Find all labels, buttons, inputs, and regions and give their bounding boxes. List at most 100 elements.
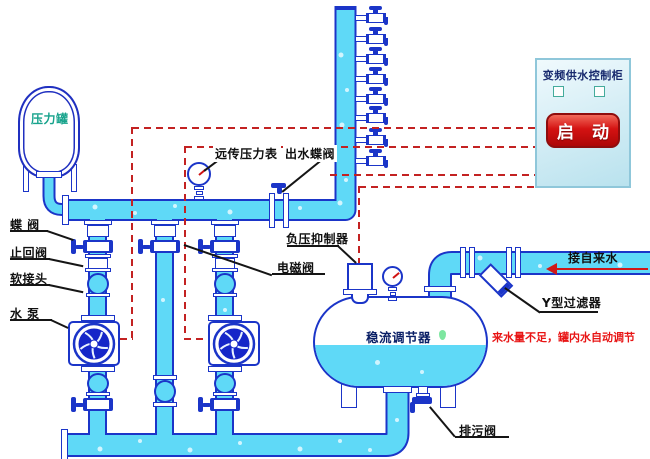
start-button[interactable]: 启 动 bbox=[546, 113, 620, 148]
valve-handle bbox=[74, 244, 84, 249]
pipe-flange bbox=[212, 392, 237, 396]
tap-spout bbox=[384, 117, 388, 125]
tap-handle bbox=[369, 106, 382, 110]
inlet-flange bbox=[506, 247, 512, 278]
pipe-flange bbox=[85, 392, 110, 396]
tap-handle bbox=[369, 47, 382, 51]
leader-line bbox=[10, 319, 52, 321]
negative-pressure-suppressor bbox=[347, 263, 373, 291]
pump-flange bbox=[80, 315, 115, 321]
tap-stem bbox=[373, 69, 378, 75]
tap-handle bbox=[369, 67, 382, 71]
tap-stem bbox=[373, 8, 378, 14]
gauge-stem bbox=[194, 186, 204, 190]
tap-body bbox=[366, 74, 386, 84]
check-valve-flange bbox=[211, 268, 238, 272]
tap-icon bbox=[355, 67, 391, 89]
tap-spout bbox=[384, 17, 388, 25]
tap-spout bbox=[384, 139, 388, 147]
auto-adjust-note: 来水量不足，罐内水自动调节 bbox=[492, 331, 635, 344]
flexible-joint bbox=[213, 373, 236, 394]
inlet-flange bbox=[460, 247, 466, 278]
valve-handle bbox=[70, 239, 76, 254]
tap-stem bbox=[373, 89, 378, 95]
header-end-flange bbox=[62, 195, 69, 225]
tap-stem bbox=[373, 108, 378, 114]
tap-spout bbox=[384, 160, 388, 168]
impeller-icon bbox=[72, 322, 116, 366]
label-check-valve: 止回阀 bbox=[10, 246, 48, 260]
pipe-flange bbox=[152, 402, 177, 407]
signal-wire bbox=[358, 186, 360, 263]
outlet-butterfly-valve bbox=[283, 193, 289, 228]
pump-flange bbox=[80, 366, 115, 372]
pipe-flange bbox=[150, 220, 179, 225]
leader-line bbox=[10, 230, 48, 232]
outlet-butterfly-valve bbox=[269, 193, 275, 228]
tap-spout bbox=[384, 78, 388, 86]
label-flow-regulator: 稳流调节器 bbox=[366, 330, 432, 345]
label-drain-valve: 排污阀 bbox=[459, 424, 497, 438]
tap-icon bbox=[355, 6, 391, 28]
tap-icon bbox=[355, 27, 391, 49]
gauge-stem bbox=[195, 191, 203, 195]
leader-line bbox=[10, 284, 50, 286]
label-y-filter: Y型过滤器 bbox=[542, 296, 602, 310]
tap-body bbox=[366, 34, 386, 44]
tap-stem bbox=[373, 151, 378, 157]
valve-handle bbox=[271, 183, 286, 188]
tank-pressure-gauge-icon bbox=[382, 266, 403, 287]
tap-handle bbox=[369, 6, 382, 10]
tap-handle bbox=[369, 27, 382, 31]
bubble bbox=[420, 370, 424, 374]
tap-handle bbox=[369, 87, 382, 91]
gauge-stem bbox=[388, 287, 397, 291]
valve-handle bbox=[201, 402, 211, 407]
label-flexible-joint: 软接头 bbox=[10, 272, 48, 286]
butterfly-valve bbox=[82, 398, 113, 411]
label-remote-pressure-gauge: 远传压力表 bbox=[213, 145, 280, 162]
pipe-flange bbox=[83, 220, 112, 225]
inlet-flange bbox=[469, 247, 475, 278]
label-negative-pressure-suppressor: 负压抑制器 bbox=[286, 232, 349, 246]
valve-handle bbox=[137, 239, 143, 254]
valve-handle bbox=[197, 239, 203, 254]
flexible-joint bbox=[213, 273, 236, 295]
pipe-connector bbox=[153, 225, 176, 237]
indicator-light bbox=[553, 86, 564, 97]
pressure-tank bbox=[18, 86, 80, 178]
flow-direction-line bbox=[556, 268, 648, 270]
solenoid-valve bbox=[149, 240, 180, 253]
signal-wire bbox=[330, 174, 535, 176]
label-tap-water-inlet: 接自来水 bbox=[568, 251, 619, 265]
inlet-flange bbox=[515, 247, 521, 278]
valve-handle bbox=[276, 187, 282, 194]
control-cabinet: 变频供水控制柜 启 动 bbox=[535, 58, 631, 188]
flexible-joint bbox=[153, 380, 176, 403]
tap-stem bbox=[373, 49, 378, 55]
check-valve-flange bbox=[84, 254, 111, 258]
cabinet-title: 变频供水控制柜 bbox=[542, 69, 624, 82]
leader-line bbox=[455, 436, 509, 438]
pipe-connector bbox=[86, 225, 109, 237]
tap-body bbox=[366, 156, 386, 166]
suction-end-flange bbox=[61, 429, 68, 459]
signal-wire bbox=[132, 127, 535, 129]
tap-handle bbox=[369, 149, 382, 153]
label-butterfly-valve: 蝶 阀 bbox=[10, 218, 40, 232]
check-valve-flange bbox=[84, 268, 111, 272]
tap-icon bbox=[355, 106, 391, 128]
label-outlet-butterfly-valve: 出水蝶阀 bbox=[283, 145, 338, 162]
tap-icon bbox=[355, 128, 391, 150]
drain-valve-spout bbox=[410, 402, 415, 413]
tap-icon bbox=[355, 87, 391, 109]
tap-stem bbox=[373, 29, 378, 35]
signal-wire bbox=[185, 146, 535, 148]
tap-body bbox=[366, 54, 386, 64]
leader-line bbox=[540, 311, 598, 313]
butterfly-valve bbox=[209, 240, 240, 253]
tank-water bbox=[315, 345, 486, 386]
signal-wire bbox=[120, 338, 133, 340]
signal-wire bbox=[359, 186, 535, 188]
